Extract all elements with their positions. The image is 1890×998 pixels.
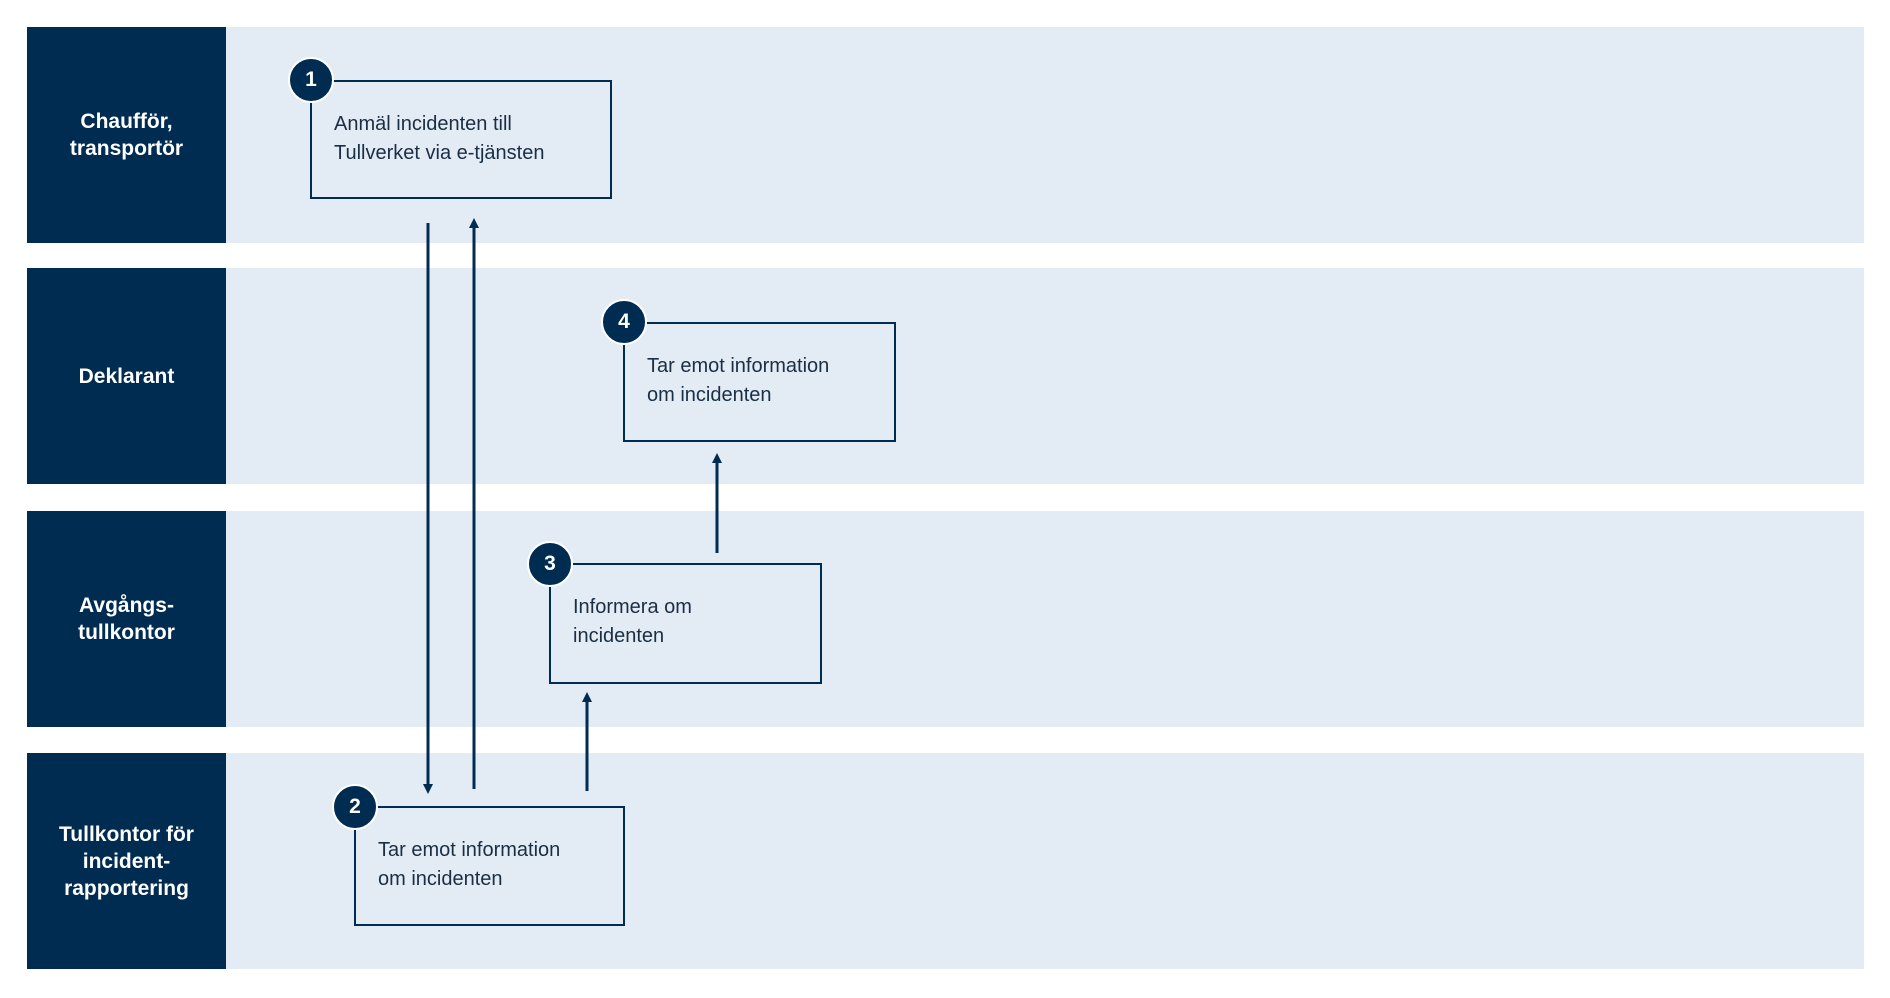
lane-label-chauffor: Chaufför, transportör <box>27 27 226 243</box>
lane-label-deklarant: Deklarant <box>27 268 226 484</box>
step-box-1: Anmäl incidenten till Tullverket via e-t… <box>310 80 612 199</box>
lane-label-avgangstullkontor: Avgångs- tullkontor <box>27 511 226 727</box>
step-badge-2: 2 <box>332 784 378 830</box>
lane-label-incidentrapportering: Tullkontor för incident- rapportering <box>27 753 226 969</box>
step-box-2: Tar emot information om incidenten <box>354 806 625 926</box>
step-badge-1: 1 <box>288 57 334 103</box>
step-box-4: Tar emot information om incidenten <box>623 322 896 442</box>
step-badge-3: 3 <box>527 541 573 587</box>
lane-body-avgangstullkontor <box>226 511 1864 727</box>
step-box-3: Informera om incidenten <box>549 563 822 684</box>
lane-body-deklarant <box>226 268 1864 484</box>
step-badge-4: 4 <box>601 299 647 345</box>
